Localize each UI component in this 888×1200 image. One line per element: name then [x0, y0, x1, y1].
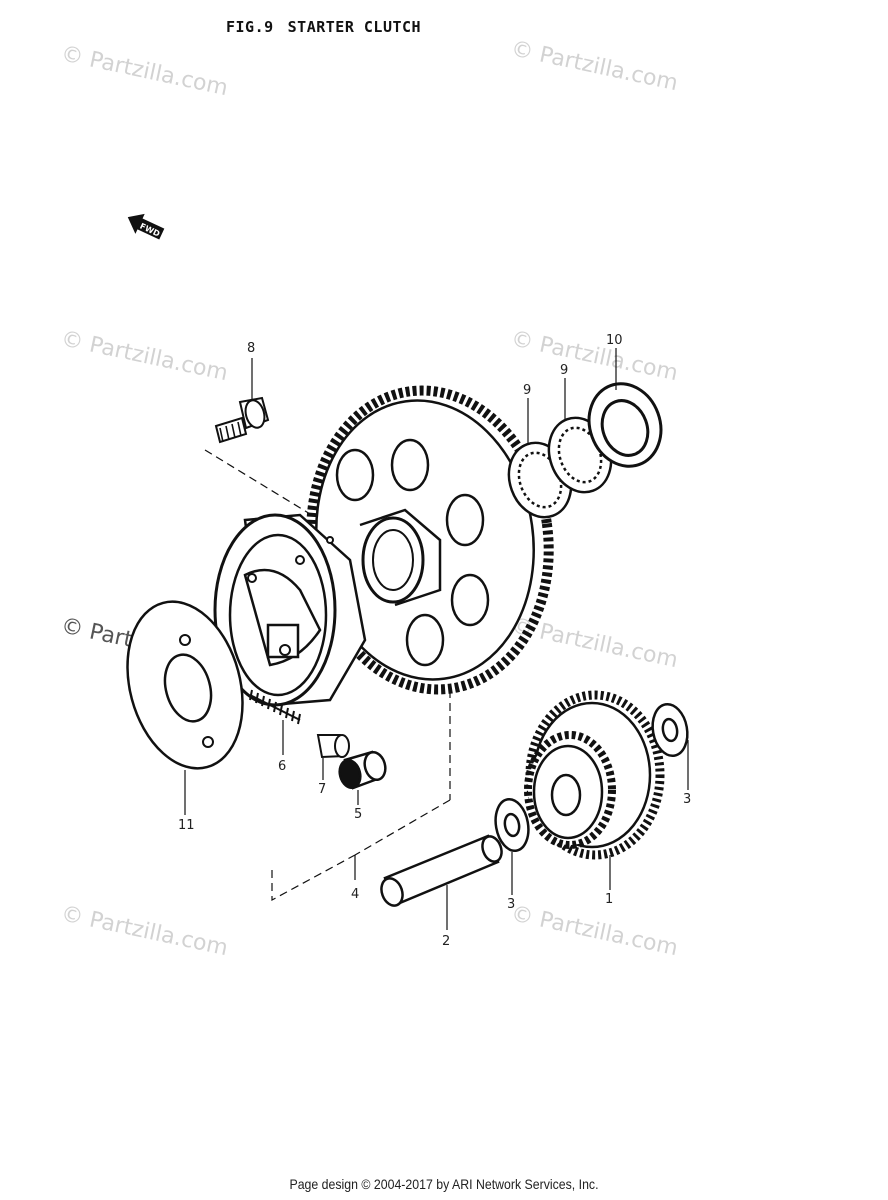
page-footer: Page design © 2004-2017 by ARI Network S… [289, 1176, 599, 1192]
part-10-washer [587, 382, 663, 468]
starter-driven-gear [306, 385, 554, 695]
callout-2: 2 [442, 934, 450, 949]
part-1-idle-gear [524, 690, 665, 860]
watermark: © Partzilla.com [509, 326, 680, 386]
callout-6: 6 [278, 759, 286, 774]
watermark: © Partzilla.com [59, 901, 230, 961]
callout-3: 3 [507, 897, 515, 912]
starter-clutch-body [213, 513, 367, 707]
watermark: © Partzilla.com [509, 36, 680, 96]
callout-4: 4 [351, 887, 359, 902]
callout-9: 9 [560, 363, 568, 378]
callout-3: 3 [683, 792, 691, 807]
forward-arrow-icon: FWD [127, 213, 165, 240]
callout-10: 10 [606, 333, 623, 348]
callout-11: 11 [178, 818, 195, 833]
part-6-spring [249, 689, 301, 725]
part-8-bolt [214, 396, 270, 444]
watermark: © Partzilla.com [509, 901, 680, 961]
part-7-cap [316, 734, 350, 759]
callout-8: 8 [247, 341, 255, 356]
part-2-shaft [380, 834, 503, 907]
callout-numbers: 8 10 9 9 6 7 5 11 4 2 3 1 3 [178, 333, 691, 949]
leader-lines [184, 348, 689, 930]
part-3-washers [494, 702, 689, 853]
figure-title: FIG.9 STARTER CLUTCH [226, 18, 435, 36]
part-5-roller [338, 750, 387, 790]
callout-1: 1 [605, 892, 613, 907]
figure-number: FIG.9 [226, 18, 274, 36]
callout-9: 9 [523, 383, 531, 398]
callout-7: 7 [318, 782, 326, 797]
watermark: © Partzilla.com [59, 326, 230, 386]
part-11-plate [126, 600, 244, 770]
callout-5: 5 [354, 807, 362, 822]
forward-arrow-label: FWD [138, 222, 161, 239]
watermark: © Partzilla.com [59, 41, 230, 101]
figure-name: STARTER CLUTCH [287, 18, 422, 36]
